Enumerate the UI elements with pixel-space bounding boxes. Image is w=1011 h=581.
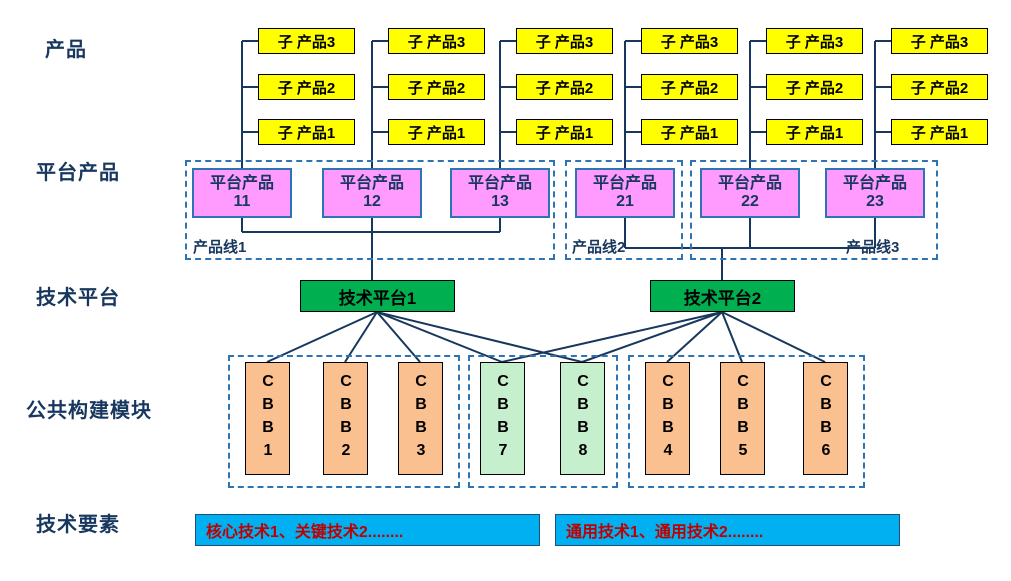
- row-label: 技术平台: [36, 287, 120, 309]
- cbb-label: CBB5: [734, 372, 752, 465]
- tech-platform-box: 技术平台1: [300, 280, 455, 312]
- cbb-box: CBB1: [245, 362, 290, 475]
- sub-product-box: 子 产品2: [388, 74, 485, 100]
- sub-product-box: 子 产品1: [516, 119, 613, 145]
- row-label: 产品: [45, 39, 87, 61]
- cbb-label: CBB6: [817, 372, 835, 465]
- product-line-label: 产品线2: [572, 239, 626, 256]
- platform-product-title: 平台产品: [842, 174, 907, 192]
- sub-product-box: 子 产品2: [641, 74, 738, 100]
- sub-product-box: 子 产品3: [641, 28, 738, 54]
- cbb-label: CBB1: [259, 372, 277, 465]
- product-line-group: [185, 160, 555, 260]
- sub-product-box: 子 产品3: [516, 28, 613, 54]
- sub-product-box: 子 产品1: [258, 119, 355, 145]
- sub-product-box: 子 产品3: [258, 28, 355, 54]
- cbb-label: CBB4: [659, 372, 677, 465]
- sub-product-box: 子 产品3: [766, 28, 863, 54]
- sub-product-box: 子 产品1: [641, 119, 738, 145]
- row-label: 公共构建模块: [26, 400, 152, 422]
- sub-product-box: 子 产品1: [891, 119, 988, 145]
- platform-product-title: 平台产品: [467, 174, 532, 192]
- cbb-box: CBB8: [560, 362, 605, 475]
- tech-element-box: 核心技术1、关键技术2........: [195, 514, 540, 546]
- product-line-label: 产品线1: [193, 239, 247, 256]
- platform-product-number: 12: [363, 193, 381, 210]
- sub-product-box: 子 产品1: [388, 119, 485, 145]
- row-label: 技术要素: [36, 514, 120, 536]
- product-line-group: [690, 160, 938, 260]
- sub-product-box: 子 产品3: [891, 28, 988, 54]
- platform-product-number: 22: [741, 193, 759, 210]
- cbb-box: CBB5: [720, 362, 765, 475]
- sub-product-box: 子 产品2: [766, 74, 863, 100]
- cbb-label: CBB7: [494, 372, 512, 465]
- platform-product-title: 平台产品: [717, 174, 782, 192]
- sub-product-box: 子 产品3: [388, 28, 485, 54]
- platform-product-number: 23: [866, 193, 884, 210]
- cbb-label: CBB3: [412, 372, 430, 465]
- tech-platform-box: 技术平台2: [650, 280, 795, 312]
- cbb-box: CBB6: [803, 362, 848, 475]
- platform-product-title: 平台产品: [592, 174, 657, 192]
- cbb-label: CBB8: [574, 372, 592, 465]
- sub-product-box: 子 产品2: [516, 74, 613, 100]
- sub-product-box: 子 产品2: [258, 74, 355, 100]
- tech-element-box: 通用技术1、通用技术2........: [555, 514, 900, 546]
- cbb-box: CBB3: [398, 362, 443, 475]
- platform-product-number: 21: [616, 193, 634, 210]
- sub-product-box: 子 产品1: [766, 119, 863, 145]
- product-line-label: 产品线3: [846, 239, 900, 256]
- row-label: 平台产品: [36, 162, 120, 184]
- cbb-label: CBB2: [337, 372, 355, 465]
- platform-product-title: 平台产品: [209, 174, 274, 192]
- cbb-box: CBB4: [645, 362, 690, 475]
- sub-product-box: 子 产品2: [891, 74, 988, 100]
- cbb-box: CBB7: [480, 362, 525, 475]
- cbb-box: CBB2: [323, 362, 368, 475]
- platform-product-number: 13: [491, 193, 509, 210]
- platform-product-title: 平台产品: [339, 174, 404, 192]
- platform-product-number: 11: [233, 193, 251, 210]
